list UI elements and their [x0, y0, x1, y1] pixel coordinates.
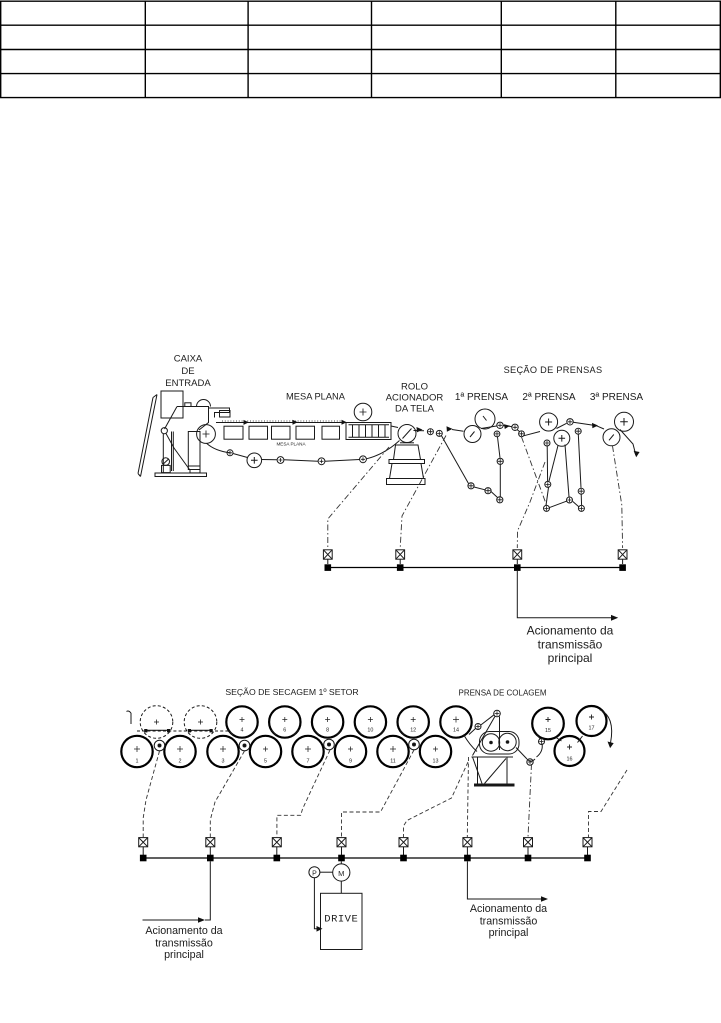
svg-text:Acionamento da: Acionamento da	[470, 903, 547, 915]
svg-text:principal: principal	[164, 949, 204, 961]
svg-text:14: 14	[453, 728, 459, 734]
svg-text:12: 12	[410, 728, 416, 734]
svg-text:ENTRADA: ENTRADA	[165, 378, 211, 389]
svg-text:2ª PRENSA: 2ª PRENSA	[522, 392, 575, 403]
svg-text:17: 17	[589, 726, 595, 732]
svg-text:7: 7	[307, 759, 310, 765]
svg-text:13: 13	[433, 759, 439, 765]
svg-text:PRENSA DE COLAGEM: PRENSA DE COLAGEM	[458, 689, 546, 698]
svg-text:DE: DE	[181, 366, 194, 377]
svg-text:1: 1	[136, 759, 139, 765]
svg-text:SEÇÃO DE SECAGEM 1º SETOR: SEÇÃO DE SECAGEM 1º SETOR	[225, 687, 358, 697]
svg-text:DA TELA: DA TELA	[395, 404, 435, 415]
svg-text:2: 2	[179, 759, 182, 765]
svg-text:6: 6	[283, 728, 286, 734]
svg-text:3: 3	[222, 759, 225, 765]
svg-text:CAIXA: CAIXA	[174, 354, 203, 365]
svg-text:5: 5	[264, 759, 267, 765]
svg-text:4: 4	[241, 728, 244, 734]
svg-text:3ª PRENSA: 3ª PRENSA	[590, 392, 643, 403]
svg-text:16: 16	[567, 757, 573, 763]
svg-text:MESA PLANA: MESA PLANA	[276, 441, 306, 446]
svg-text:9: 9	[349, 759, 352, 765]
svg-text:8: 8	[326, 728, 329, 734]
svg-text:MESA PLANA: MESA PLANA	[286, 392, 346, 402]
svg-text:1ª PRENSA: 1ª PRENSA	[455, 392, 508, 403]
svg-text:principal: principal	[548, 651, 593, 665]
svg-text:M: M	[338, 869, 344, 878]
svg-text:transmissão: transmissão	[155, 938, 213, 950]
svg-text:SEÇÃO DE PRENSAS: SEÇÃO DE PRENSAS	[504, 365, 603, 375]
svg-text:transmissão: transmissão	[538, 637, 603, 651]
svg-text:11: 11	[390, 759, 396, 765]
svg-text:Acionamento da: Acionamento da	[527, 624, 614, 638]
svg-text:Acionamento da: Acionamento da	[145, 925, 222, 937]
svg-text:ACIONADOR: ACIONADOR	[386, 392, 444, 403]
svg-text:transmissão: transmissão	[480, 916, 538, 928]
svg-text:P: P	[312, 870, 317, 877]
svg-text:ROLO: ROLO	[401, 381, 428, 392]
svg-text:15: 15	[545, 728, 551, 734]
svg-text:DRIVE: DRIVE	[324, 914, 358, 926]
svg-text:principal: principal	[489, 927, 529, 939]
svg-text:10: 10	[367, 728, 373, 734]
